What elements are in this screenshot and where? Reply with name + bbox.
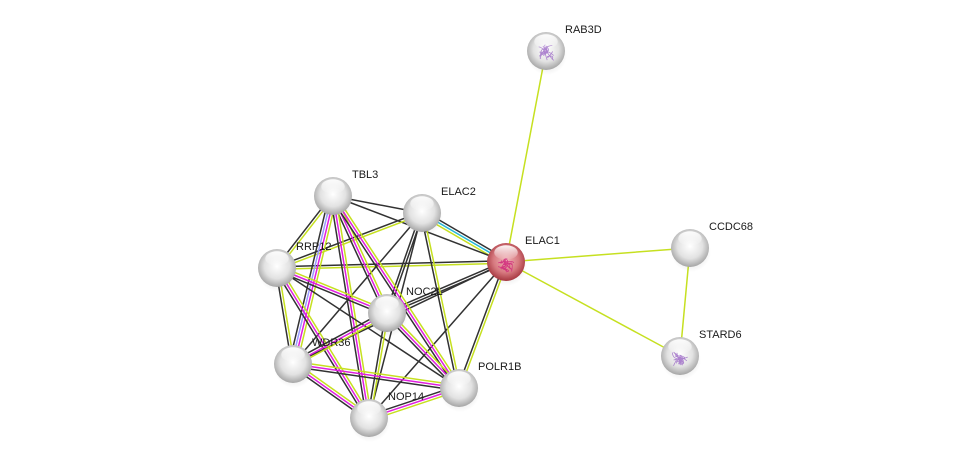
node-label: NOP14 [388,391,424,403]
edge-tbl3-nop14[interactable] [329,194,373,420]
node-highlight [668,339,692,354]
edge-line-textmining [505,247,691,263]
edge-line-textmining [334,194,373,419]
node-highlight [281,347,305,362]
edge-line-textmining [292,360,461,387]
node-elac2[interactable]: ELAC2 [403,186,476,237]
edge-line-coexpression [368,261,507,419]
node-highlight [357,401,381,416]
node-highlight [375,296,399,311]
edge-line-textmining [334,193,462,388]
node-label: ELAC1 [525,235,560,247]
node-wdr36[interactable]: WDR36 [274,337,351,388]
edge-line-experiments [276,267,370,419]
node-label: NOC2L [406,286,443,298]
edge-line-coexpression [274,268,368,421]
edge-wdr36-polr1b[interactable] [291,360,461,392]
node-highlight [534,34,558,49]
node-label: ELAC2 [441,186,476,198]
edge-elac1-nop14[interactable] [368,261,507,419]
node-highlight [265,251,289,266]
node-label: RAB3D [565,24,602,36]
node-tbl3[interactable]: TBL3 [314,169,378,220]
node-elac1[interactable]: ELAC1 [487,235,560,286]
edge-line-coexpression [292,212,423,365]
node-rrp12[interactable]: RRP12 [258,241,331,292]
node-highlight [410,196,434,211]
node-noc2l[interactable]: NOC2L [368,286,443,337]
node-label: TBL3 [352,169,378,181]
node-stard6[interactable]: STARD6 [661,329,742,380]
edge-rrp12-polr1b[interactable] [276,267,460,389]
node-label: POLR1B [478,361,521,373]
edge-line-coexpression [291,365,460,392]
edge-elac1-ccdc68[interactable] [505,247,691,263]
edge-elac2-wdr36[interactable] [292,212,423,365]
node-label: CCDC68 [709,221,753,233]
node-rab3d[interactable]: RAB3D [527,24,602,75]
edge-line-textmining [278,265,372,418]
edge-line-experiments [292,363,460,389]
edge-elac2-rrp12[interactable] [275,211,424,270]
edge-line-textmining [276,213,424,270]
node-nop14[interactable]: NOP14 [350,391,424,442]
node-label: STARD6 [699,329,742,341]
node-highlight [447,371,471,386]
edge-elac1-rab3d[interactable] [505,50,547,263]
edge-line-coexpression [419,212,459,390]
node-label: RRP12 [296,241,331,253]
node-highlight [494,245,518,260]
edge-elac1-stard6[interactable] [505,261,681,357]
edge-line-coexpression [329,195,368,420]
node-highlight [678,231,702,246]
protein-structure-icon [497,258,515,273]
node-ccdc68[interactable]: CCDC68 [671,221,753,272]
edge-line-experiments [332,195,460,389]
edge-rrp12-nop14[interactable] [274,265,372,421]
edge-line-textmining [422,211,462,389]
edge-line-experiments [332,195,370,419]
edge-elac2-polr1b[interactable] [419,211,462,390]
edge-line-textmining [505,261,681,357]
node-label: WDR36 [312,337,351,349]
edge-line-coexpression [275,211,423,268]
protein-structure-icon [538,44,554,61]
edge-tbl3-polr1b[interactable] [330,193,462,391]
edge-line-textmining [505,50,547,263]
node-highlight [321,179,345,194]
edge-line-coexpression [330,196,458,391]
edge-line-coexpression [276,267,460,389]
node-polr1b[interactable]: POLR1B [440,361,521,412]
protein-structure-icon [671,351,688,366]
